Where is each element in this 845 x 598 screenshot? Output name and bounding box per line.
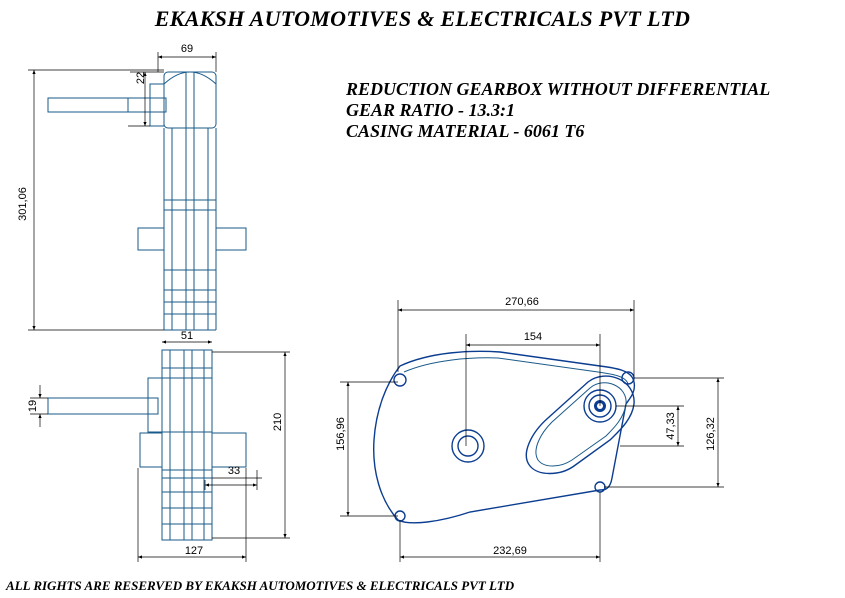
dim-bottom-length: 127 <box>185 545 203 557</box>
dim-bottom-span: 232,69 <box>493 545 527 557</box>
side-view-bottom <box>30 340 290 562</box>
front-view <box>340 300 724 562</box>
dim-top-offset: 22 <box>135 72 147 84</box>
drawing-title: EKAKSH AUTOMOTIVES & ELECTRICALS PVT LTD <box>154 6 691 31</box>
dim-bottom-width: 51 <box>181 330 193 342</box>
dim-front-width: 270,66 <box>505 296 539 308</box>
dim-top-height: 301,06 <box>17 187 29 221</box>
dim-center-distance: 154 <box>524 331 542 343</box>
spec-casing-material: CASING MATERIAL - 6061 T6 <box>346 121 585 141</box>
copyright-footer: ALL RIGHTS ARE RESERVED BY EKAKSH AUTOMO… <box>6 578 515 593</box>
dim-shaft-diameter: 19 <box>27 400 39 412</box>
dim-right-height: 126,32 <box>705 417 717 451</box>
spec-gear-ratio: GEAR RATIO - 13.3:1 <box>346 100 516 120</box>
side-view-top <box>28 52 247 331</box>
dim-top-width: 69 <box>181 43 193 55</box>
dim-bottom-height: 210 <box>272 413 284 431</box>
dim-front-height: 156,96 <box>335 417 347 451</box>
spec-description: REDUCTION GEARBOX WITHOUT DIFFERENTIAL <box>346 79 771 99</box>
dim-hole-distance: 47,33 <box>665 412 677 440</box>
dim-offset-33: 33 <box>228 465 240 477</box>
